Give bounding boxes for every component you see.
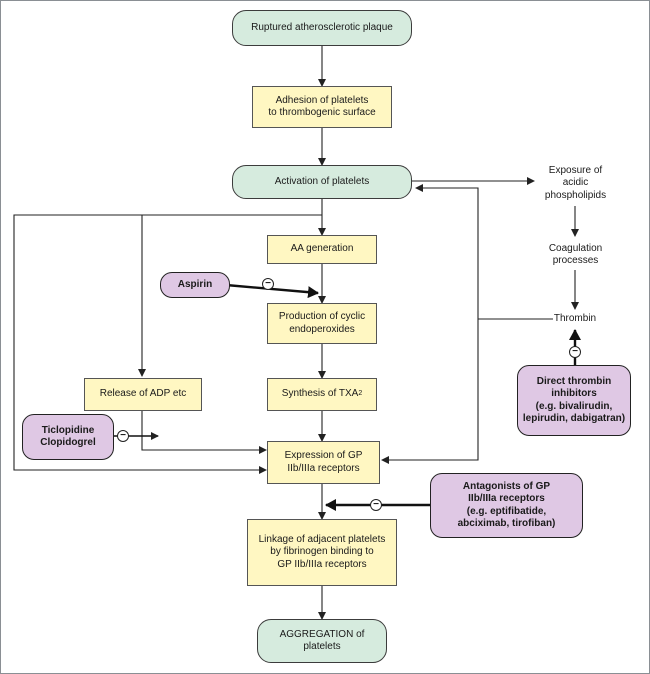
- activation-node: Activation of platelets: [232, 165, 412, 199]
- production-node: Production of cyclic endoperoxides: [267, 303, 377, 344]
- exposure-label: Exposure of acidic phospholipids: [544, 164, 607, 201]
- synthesis-label: Synthesis of TXA: [281, 388, 359, 400]
- release-adp-node: Release of ADP etc: [84, 378, 202, 411]
- linkage-node: Linkage of adjacent platelets by fibrino…: [247, 519, 397, 586]
- ticlopidine-node: Ticlopidine Clopidogrel: [22, 414, 114, 460]
- thrombin-label: Thrombin: [553, 312, 597, 324]
- thrombin-inhibitors-node: Direct thrombin inhibitors (e.g. bivalir…: [517, 365, 631, 436]
- aa-generation-node: AA generation: [267, 235, 377, 264]
- inhibit-minus-icon: −: [569, 346, 581, 358]
- arrow-release-to-expression: [141, 411, 267, 454]
- aspirin-inhibition-arrow: [225, 283, 319, 299]
- arrow-thrombin-to-expression: [381, 319, 479, 464]
- aggregation-node: AGGREGATION of platelets: [257, 619, 387, 663]
- inhibit-minus-icon: −: [262, 278, 274, 290]
- inhibit-minus-icon: −: [370, 499, 382, 511]
- adhesion-node: Adhesion of platelets to thrombogenic su…: [252, 86, 392, 128]
- arrow-thrombin-to-activation: [415, 184, 479, 319]
- ruptured-plaque-node: Ruptured atherosclerotic plaque: [232, 10, 412, 46]
- inhibit-minus-icon: −: [117, 430, 129, 442]
- expression-gp-node: Expression of GP IIb/IIIa receptors: [267, 441, 380, 484]
- coagulation-label: Coagulation processes: [548, 242, 603, 267]
- gp-antagonists-node: Antagonists of GP IIb/IIIa receptors (e.…: [430, 473, 583, 538]
- loop-left-outer: [13, 214, 322, 474]
- aspirin-node: Aspirin: [160, 272, 230, 298]
- synthesis-subscript: 2: [358, 390, 363, 398]
